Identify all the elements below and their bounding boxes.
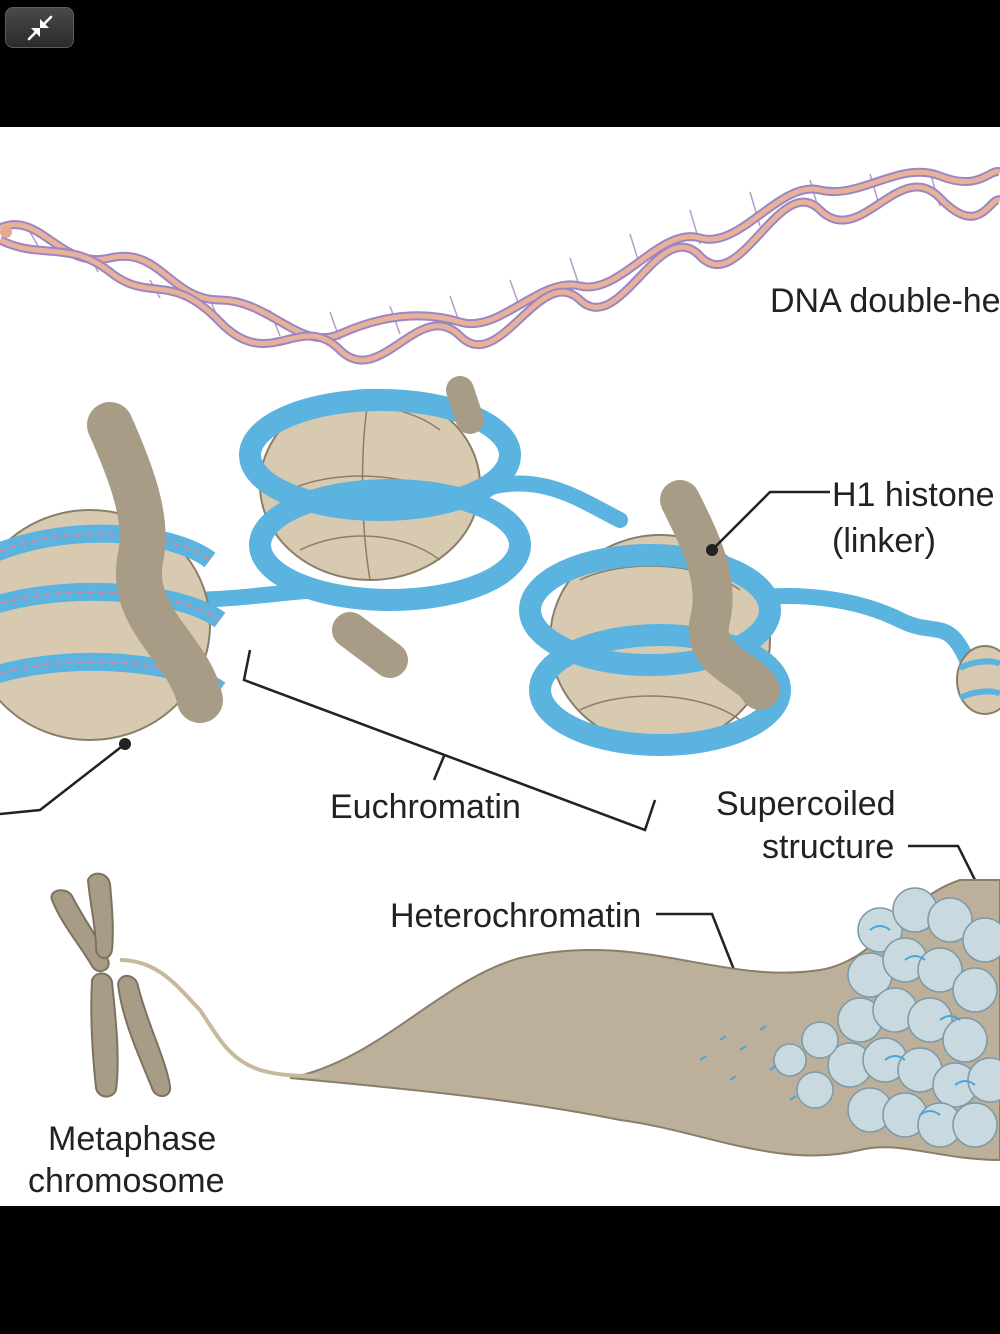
compress-arrows-icon xyxy=(27,15,52,40)
nucleosome-callout xyxy=(0,738,131,816)
nucleosome-left xyxy=(0,402,226,741)
metaphase-chromosome xyxy=(50,872,172,1098)
euchromatin-bracket xyxy=(242,649,657,832)
h1-histone-callout xyxy=(706,490,830,556)
h1-histone-label-line1: H1 histone xyxy=(832,476,995,514)
dna-double-helix xyxy=(0,167,1000,365)
nucleosome-edge xyxy=(956,645,1000,715)
metaphase-chromosome-label-line2: chromosome xyxy=(28,1162,225,1200)
nucleosome-right xyxy=(519,480,791,756)
dna-double-helix-label: DNA double-he xyxy=(770,282,1000,320)
chromosome-thread xyxy=(119,958,321,1078)
top-toolbar xyxy=(0,0,1000,127)
chromatin-diagram: DNA double-he xyxy=(0,167,1000,1200)
nucleosome-middle xyxy=(239,376,531,678)
figure-image: DNA double-he xyxy=(0,127,1000,1206)
bottom-toolbar xyxy=(0,1206,1000,1334)
exit-fullscreen-button[interactable] xyxy=(5,7,74,48)
euchromatin-label: Euchromatin xyxy=(330,788,521,826)
supercoiled-label-line2: structure xyxy=(762,828,894,866)
chromatin-fiber xyxy=(289,879,1000,1162)
metaphase-chromosome-label-line1: Metaphase xyxy=(48,1120,216,1158)
h1-histone-label-line2: (linker) xyxy=(832,522,936,560)
supercoiled-label-line1: Supercoiled xyxy=(716,785,896,823)
heterochromatin-label: Heterochromatin xyxy=(390,897,641,935)
